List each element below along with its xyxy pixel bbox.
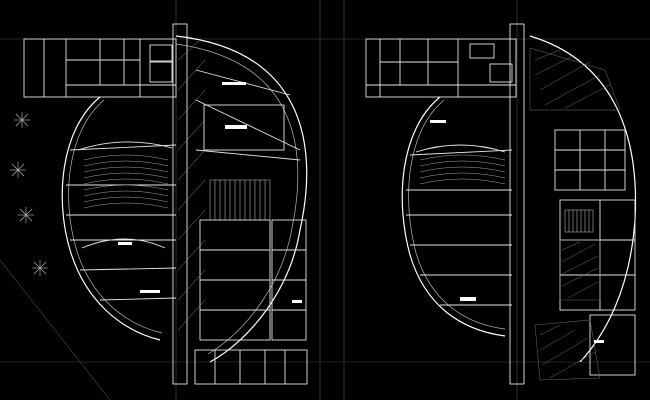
tree-symbols (10, 112, 48, 276)
room-tags-right (430, 120, 604, 343)
hatch-ramp-left (177, 39, 206, 331)
stair-symbols-right (564, 209, 594, 233)
seating-rows-right (419, 154, 506, 185)
core-tower-right (509, 23, 525, 385)
oval-outline-left (175, 35, 308, 363)
auditorium-arc-left (77, 141, 173, 151)
seating-rows-left (83, 154, 169, 209)
bottom-strip-left (194, 349, 308, 385)
annex-block-right (365, 38, 517, 98)
stair-symbols-left (209, 179, 271, 221)
tree-symbol (18, 207, 34, 223)
auditorium-arc-right (415, 144, 506, 153)
tree-symbol (14, 112, 30, 128)
core-tower-left (172, 23, 188, 385)
hatch-pattern-right (529, 47, 621, 381)
floor-plan-left (23, 23, 308, 385)
tree-symbol (32, 260, 48, 276)
room-tags-left (118, 82, 302, 303)
tree-symbol (10, 162, 26, 178)
